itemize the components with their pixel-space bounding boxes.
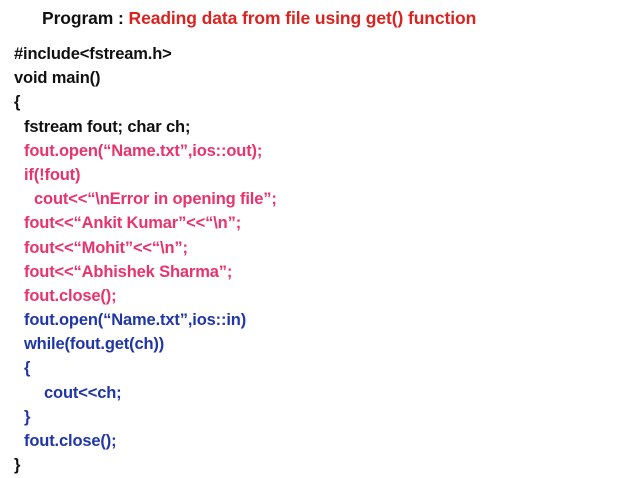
- code-line: fout.open(“Name.txt”,ios::out);: [24, 141, 263, 160]
- code-line: }: [24, 407, 31, 426]
- code-block: #include<fstream.h>void main(){fstream f…: [0, 42, 638, 477]
- code-line: fout.close();: [24, 432, 117, 450]
- code-line: }: [14, 456, 21, 475]
- code-line: cout<<“\nError in opening file”;: [34, 190, 277, 209]
- code-line: fout<<“Mohit”<<“\n”;: [24, 238, 188, 257]
- page-title-text: Reading data from file using get() funct…: [128, 8, 477, 28]
- code-line: cout<<ch;: [44, 383, 122, 402]
- code-line: while(fout.get(ch)): [24, 335, 165, 354]
- code-line: if(!fout): [24, 165, 81, 184]
- code-line: fstream fout; char ch;: [24, 117, 191, 136]
- code-line: {: [14, 93, 21, 112]
- code-line: void main(): [14, 69, 101, 88]
- code-line: fout<<“Ankit Kumar”<<“\n”;: [24, 214, 242, 233]
- page-title: Program : Reading data from file using g…: [0, 5, 638, 31]
- code-line: fout.open(“Name.txt”,ios::in): [24, 311, 247, 330]
- code-line: fout<<“Abhishek Sharma”;: [24, 262, 233, 281]
- code-line: {: [24, 359, 31, 378]
- code-line: fout.close();: [24, 286, 117, 305]
- page-title-label: Program :: [42, 8, 129, 28]
- code-line: #include<fstream.h>: [14, 45, 172, 63]
